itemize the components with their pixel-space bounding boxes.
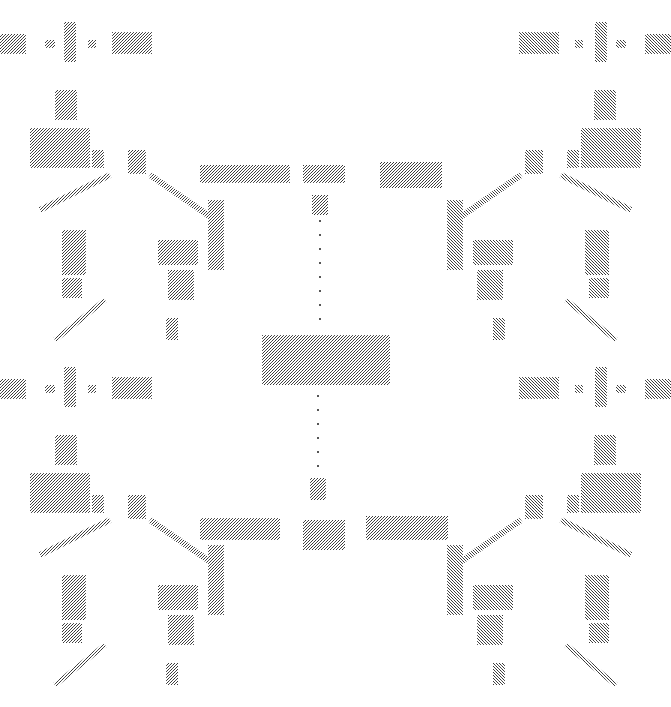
quadrant-top-right — [447, 22, 671, 340]
top-label-right — [380, 162, 442, 188]
center-label-block — [262, 335, 390, 385]
quadrant-bottom-left — [0, 367, 224, 685]
top-label-center — [303, 165, 345, 183]
quadrant-bottom-right — [447, 367, 671, 685]
bottom-label-left — [200, 518, 280, 540]
top-label-left — [200, 165, 290, 183]
bottom-label-center — [303, 520, 345, 550]
quadrant-top-left — [0, 22, 224, 340]
top-bridge — [200, 162, 442, 215]
bottom-label-right — [366, 516, 448, 540]
bottom-bridge — [200, 478, 448, 550]
